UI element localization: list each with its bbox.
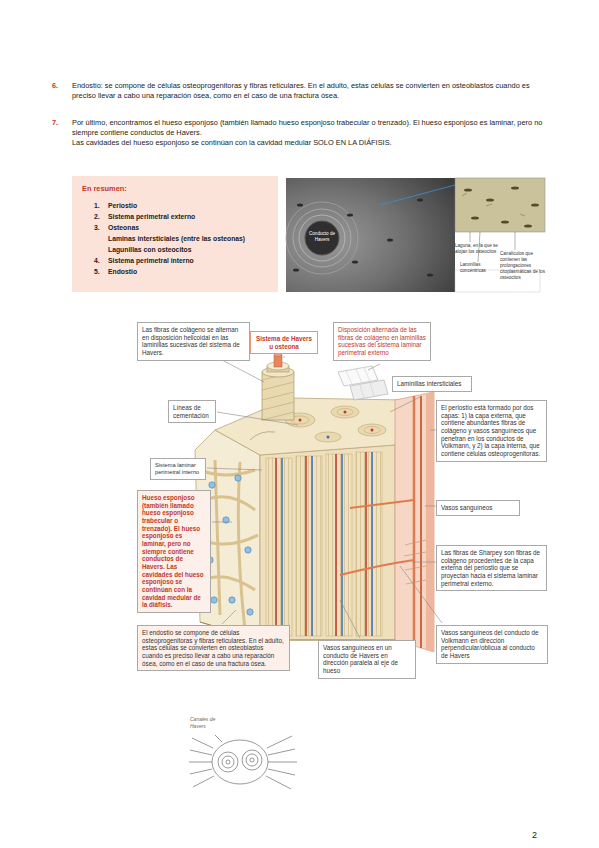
callout-text: Las fibras de Sharpey son fibras de colá… xyxy=(441,549,542,587)
callout-box: El endostio se compone de células osteop… xyxy=(137,625,290,671)
callout-text: Las fibras de colágeno se alternan en di… xyxy=(142,326,245,357)
photo-label: Canalículos que contienen las prolongaci… xyxy=(500,251,545,281)
list-item: Lagunillas con osteocitos xyxy=(108,246,191,253)
compact-bone xyxy=(200,445,395,640)
lamella-slabs xyxy=(338,366,388,400)
osteon-sketch xyxy=(189,735,297,789)
callout-box: Vasos sanguíneos en un conducto de Haver… xyxy=(318,640,416,679)
callout-box: El periostio está formado por dos capas:… xyxy=(436,400,547,462)
callout-box: Hueso esponjoso (también llamado hueso e… xyxy=(137,490,211,613)
callout-text: Sistema laminar perimetral interno xyxy=(155,462,201,476)
photo-label: Conducto de Havers xyxy=(305,231,339,243)
callout-text: Vasos sanguíneos xyxy=(441,504,515,512)
callout-text: Hueso esponjoso (también llamado hueso e… xyxy=(142,494,206,609)
callout-text: El periostio está formado por dos capas:… xyxy=(441,404,542,458)
callout-text: Vasos sanguíneos en un conducto de Haver… xyxy=(323,644,411,675)
leader-lines xyxy=(207,356,442,638)
list-item: Laminas intersticiales (entre las osteon… xyxy=(108,235,245,242)
callout-text: Vasos sanguíneos del conducto de Volkman… xyxy=(441,629,543,660)
callout-box: Vasos sanguíneos xyxy=(436,500,520,516)
callout-text: Disposición alternada de las fibras de c… xyxy=(338,326,426,357)
list-number: 1. xyxy=(94,202,100,209)
sketch-label: Canales de Havers xyxy=(190,716,232,729)
list-item: Sistema perimetral externo xyxy=(108,213,195,220)
osteon-cylinder xyxy=(262,354,294,421)
callout-text: Líneas de cementación xyxy=(173,404,211,419)
periosteum xyxy=(340,392,434,652)
item-number: 7. xyxy=(52,118,70,128)
callout-text: Sistema de Havers u osteona xyxy=(255,335,313,350)
callout-box: Las fibras de colágeno se alternan en di… xyxy=(137,322,250,361)
page-number: 2 xyxy=(532,830,546,842)
body-text: Las cavidades del hueso esponjoso se con… xyxy=(72,138,546,148)
body-text: Endostio: se compone de células osteopro… xyxy=(72,81,546,100)
top-face xyxy=(215,398,405,455)
callout-text: Laminillas intersticiales xyxy=(397,380,467,388)
summary-panel xyxy=(72,176,278,292)
callout-box: Vasos sanguíneos del conducto de Volkman… xyxy=(436,625,548,664)
callout-box: Laminillas intersticiales xyxy=(392,376,472,392)
list-item: Endostio xyxy=(108,268,137,275)
body-text: Por último, encontramos el hueso esponjo… xyxy=(72,118,546,137)
list-number: 5. xyxy=(94,268,100,275)
callout-box: Sistema laminar perimetral interno xyxy=(150,458,206,480)
callout-box: Líneas de cementación xyxy=(168,400,216,423)
callout-box: Las fibras de Sharpey son fibras de colá… xyxy=(436,545,547,591)
photo-label: Laguna, en la que se alojan los osteocit… xyxy=(455,243,499,255)
photo-label: Laminillas concéntricas xyxy=(460,262,498,274)
callout-text: El endostio se compone de células osteop… xyxy=(142,629,285,667)
list-number: 2. xyxy=(94,213,100,220)
callout-box: Sistema de Havers u osteona xyxy=(250,331,318,354)
micro-photo xyxy=(455,178,545,292)
sem-photo xyxy=(286,178,455,292)
callout-box: Disposición alternada de las fibras de c… xyxy=(333,322,431,361)
list-item: Osteonas xyxy=(108,224,139,231)
summary-box: En resumen: 1. Periostio 2. Sistema perimetr… xyxy=(72,176,278,292)
list-item: Periostio xyxy=(108,202,137,209)
summary-heading: En resumen: xyxy=(82,184,127,193)
item-number: 6. xyxy=(52,81,70,91)
list-number: 3. xyxy=(94,224,100,231)
list-item: Sistema perimetral interno xyxy=(108,257,194,264)
list-number: 4. xyxy=(94,257,100,264)
